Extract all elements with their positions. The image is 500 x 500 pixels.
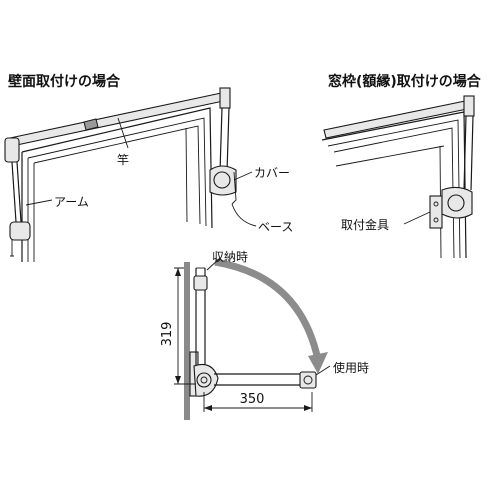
leader-bracket xyxy=(403,211,431,225)
label-cover: カバー xyxy=(254,166,290,180)
pivot-housing xyxy=(193,363,219,397)
in-use-arm xyxy=(214,371,317,389)
label-base: ベース xyxy=(258,220,293,234)
label-stored: 収納時 xyxy=(212,250,248,264)
bracket-right xyxy=(429,186,473,229)
height-dimension-value: 319 xyxy=(160,322,175,347)
label-in-use: 使用時 xyxy=(333,360,369,375)
frame-mount-illustration: 窓枠(額縁)取付けの場合 取付金具 xyxy=(321,73,482,259)
dimension-plan: 収納時 使用時 319 350 xyxy=(160,250,369,420)
arm-left xyxy=(4,137,31,257)
frame-mount-title: 窓枠(額縁)取付けの場合 xyxy=(328,73,482,90)
width-dimension-value: 350 xyxy=(240,392,265,407)
leader-stored xyxy=(206,257,221,271)
leader-arm xyxy=(25,199,53,206)
rod-right xyxy=(323,95,475,191)
label-bracket: 取付金具 xyxy=(341,217,389,232)
leader-in-use xyxy=(315,365,331,376)
wall-section xyxy=(184,262,190,420)
leader-rod xyxy=(117,117,129,149)
label-rod: 竿 xyxy=(117,152,129,167)
label-arm: アーム xyxy=(54,195,89,209)
stored-arm xyxy=(193,267,208,372)
height-dimension: 319 xyxy=(160,267,196,385)
wall-mount-illustration: 壁面取付けの場合 xyxy=(4,73,293,262)
width-dimension: 350 xyxy=(203,392,313,412)
swing-arrow-arc xyxy=(214,258,322,361)
leader-base xyxy=(231,203,257,227)
arm-right xyxy=(209,107,237,205)
leader-cover xyxy=(233,171,253,181)
swing-arrow-head xyxy=(308,352,328,374)
wall-mount-title: 壁面取付けの場合 xyxy=(8,73,121,90)
